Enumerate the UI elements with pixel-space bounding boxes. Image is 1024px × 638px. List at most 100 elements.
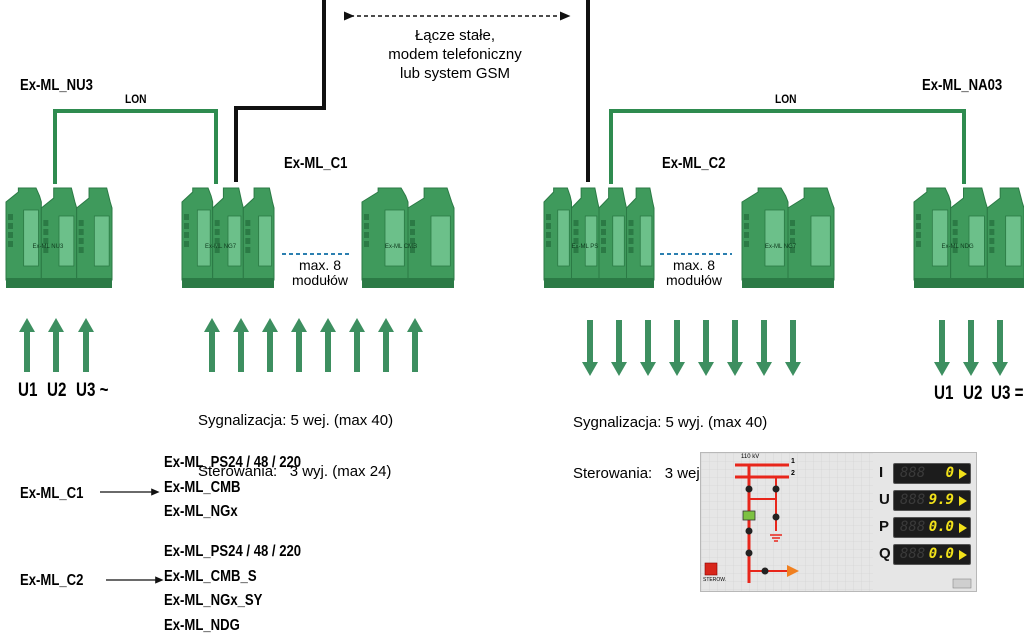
lon-wire-left [53,109,218,184]
din-module-6: Ex-ML NDG [913,187,1024,288]
input-arrow-left-3 [78,318,94,372]
input-arrow-right-2 [963,320,979,376]
meter-value: 0 [945,465,954,481]
input-right-u3: U3 = [991,383,1024,404]
c1-io-line-2: Sterowania: 3 wyj. (max 24) [198,463,392,480]
module-face-label: Ex-ML PS [572,244,599,250]
max-modules-c2-line-2: modułów [665,272,723,288]
meter-ghost-digits: 888 [900,465,926,481]
max-modules-c1-line-1: max. 8 [298,257,341,273]
c2-io-arrow-7 [756,320,772,376]
meter-label: U [879,491,890,508]
input-right-u2: U2 [963,383,983,404]
c2-io-description: Sygnalizacja: 5 wyj. (max 40) Sterowania… [573,380,767,516]
meter-value: 0.0 [928,546,954,562]
c1-io-arrow-8 [407,318,423,372]
config-c1-item-1: Ex-ML_PS24 / 48 / 220 [164,454,302,471]
unit-label-nu3: Ex-ML_NU3 [20,77,93,94]
config-c2-item-3: Ex-ML_NGx_SY [164,592,263,609]
module-face-label: Ex-ML NU3 [33,244,64,250]
panel-bus-2-number: 2 [791,470,795,477]
panel-button-label: STEROW. [703,577,727,583]
lon-label-left: LON [125,92,147,106]
c1-io-arrow-3 [262,318,278,372]
module-face-label: Ex-ML NG7 [765,244,797,250]
lon-label-right: LON [775,92,797,106]
input-arrow-left-2 [48,318,64,372]
link-label-line-1: Łącze stałe, [414,27,496,44]
link-wire-left [234,0,326,182]
c2-io-line-1: Sygnalizacja: 5 wyj. (max 40) [573,414,768,431]
meter-arrow-icon [959,550,967,560]
link-label-line-3: lub system GSM [399,65,511,82]
config-c1-item-3: Ex-ML_NGx [164,503,238,520]
c2-io-arrow-4 [669,320,685,376]
panel-bus-voltage: 110 kV [741,454,760,460]
din-module-2: Ex-ML NG7 [181,187,275,288]
c2-io-arrow-3 [640,320,656,376]
c1-io-arrow-7 [378,318,394,372]
module-face-label: Ex-ML NG7 [205,244,237,250]
c2-io-arrow-6 [727,320,743,376]
link-label-line-2: modem telefoniczny [388,46,522,63]
meter-display: 888 0 [893,463,971,484]
panel-switch-4 [745,527,753,535]
config-c2-item-1: Ex-ML_PS24 / 48 / 220 [164,543,302,560]
panel-control-button[interactable] [704,562,718,576]
c1-io-arrow-4 [291,318,307,372]
meter-ghost-digits: 888 [900,519,926,535]
input-right-u1: U1 [934,383,954,404]
config-c1-name: Ex-ML_C1 [20,485,84,502]
panel-bus-1-number: 1 [791,458,795,465]
input-arrow-right-1 [934,320,950,376]
meter-arrow-icon [959,496,967,506]
lon-wire-right [609,109,966,184]
c2-io-arrow-8 [785,320,801,376]
c1-io-arrow-5 [320,318,336,372]
panel-switch-1 [745,485,753,493]
panel-switch-2 [772,485,780,493]
panel-breaker [742,510,756,521]
c2-io-arrow-5 [698,320,714,376]
config-c2-item-2: Ex-ML_CMB_S [164,568,257,585]
meter-ghost-digits: 888 [900,492,926,508]
din-module-3: Ex-ML CMB [361,187,455,288]
max-modules-c1-line-2: modułów [291,272,349,288]
link-label: Łącze stałe, modem telefoniczny lub syst… [340,26,570,83]
panel-grid-and-schema [701,453,972,591]
c1-io-arrow-2 [233,318,249,372]
din-module-4: Ex-ML PS [543,187,655,288]
c1-io-arrow-1 [204,318,220,372]
unit-label-c1: Ex-ML_C1 [284,155,348,172]
module-face-label: Ex-ML NDG [942,244,974,250]
max-modules-c1: max. 8 modułów [282,258,358,288]
config-c2-item-4: Ex-ML_NDG [164,617,240,634]
c2-io-arrow-2 [611,320,627,376]
panel-switch-3 [772,513,780,521]
c1-io-description: Sygnalizacja: 5 wej. (max 40) Sterowania… [198,378,393,514]
max-modules-c2-line-1: max. 8 [672,257,715,273]
input-arrow-left-1 [19,318,35,372]
unit-label-c2: Ex-ML_C2 [662,155,726,172]
config-c2-name: Ex-ML_C2 [20,572,84,589]
panel-switch-6 [761,567,769,575]
input-left-u2: U2 [47,380,67,401]
meter-value: 0.0 [928,519,954,535]
din-module-1: Ex-ML NU3 [5,187,113,288]
input-arrow-right-3 [992,320,1008,376]
meter-ghost-digits: 888 [900,546,926,562]
meter-arrow-icon [959,469,967,479]
panel-feeder-arrow [787,565,799,577]
max-modules-c2: max. 8 modułów [656,258,732,288]
meter-arrow-icon [959,523,967,533]
